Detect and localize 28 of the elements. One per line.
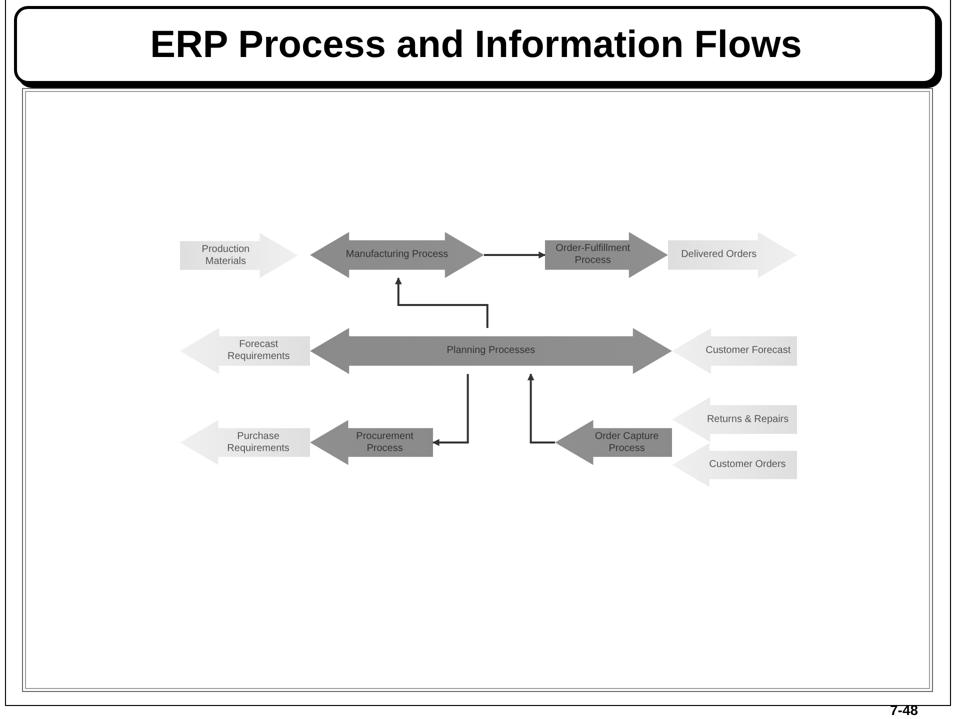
node-label: Delivered Orders [681, 249, 757, 261]
right-arrow-shape [180, 233, 298, 278]
node-label: Customer Orders [709, 459, 786, 471]
left-arrow-shape [555, 420, 672, 465]
node-label: Manufacturing Process [346, 249, 448, 261]
node-label: Planning Processes [446, 345, 536, 357]
node-label: Purchase Requirements [226, 430, 290, 454]
left-arrow-shape [672, 397, 797, 442]
node-label: Returns & Repairs [706, 414, 789, 426]
left-arrow-shape [180, 420, 310, 465]
node-label: Customer Forecast [706, 345, 791, 357]
node-label: Order-Fulfillment Process [554, 243, 632, 267]
connector-arrow [484, 252, 546, 258]
double-arrow-shape [310, 232, 484, 278]
left-arrow-shape [310, 420, 433, 465]
left-arrow-shape [180, 328, 310, 374]
node-label: Order Capture Process [594, 430, 660, 454]
node-label: Production Materials [200, 244, 251, 268]
node-label: Forecast Requirements [226, 339, 291, 363]
left-arrow-shape [672, 328, 797, 374]
double-arrow-shape [310, 328, 672, 374]
connector-arrow [527, 373, 555, 444]
connector-arrow [432, 374, 469, 446]
connector-arrow [394, 277, 488, 328]
right-arrow-shape [668, 232, 797, 278]
right-arrow-shape [545, 232, 668, 278]
left-arrow-shape [672, 443, 797, 487]
node-label: Procurement Process [355, 430, 414, 454]
